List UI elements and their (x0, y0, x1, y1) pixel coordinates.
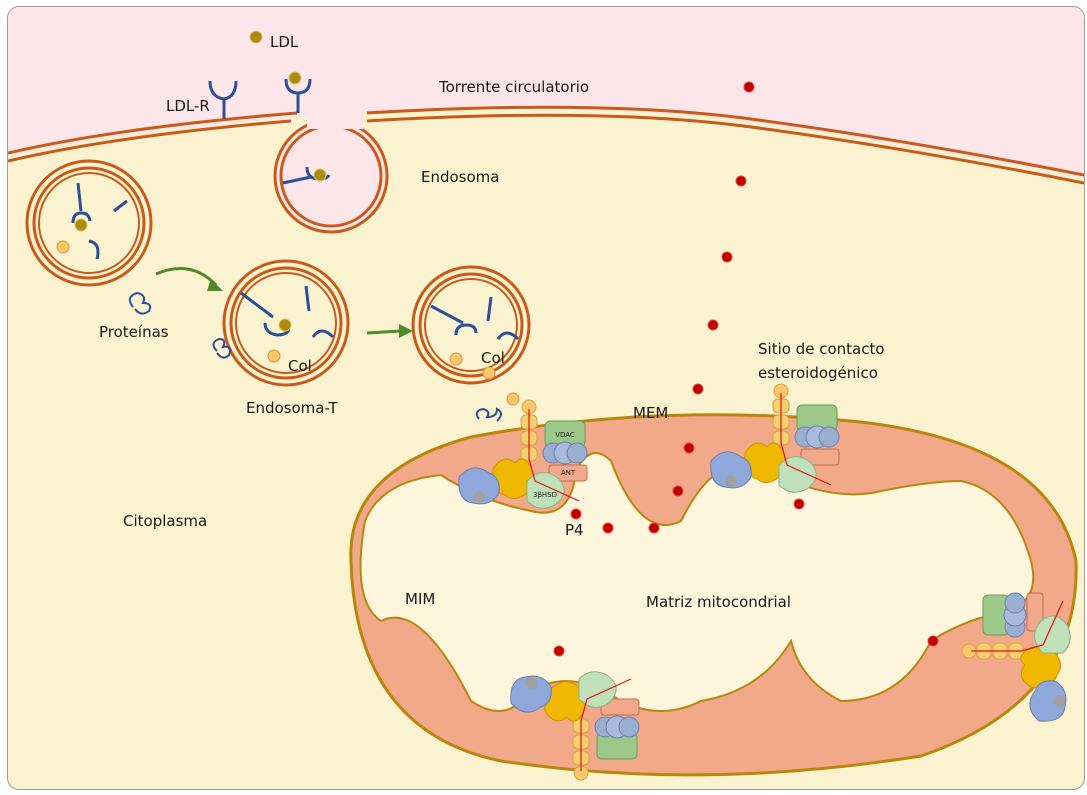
steroidogenesis-diagram: VDAC ANT 3βHSD LDL LDL-R Torrente circul… (8, 7, 1084, 781)
protein-icon (128, 291, 152, 315)
ant-label: ANT (561, 469, 576, 477)
vesicle-cholesterol (411, 265, 531, 406)
ldl-receptor (208, 78, 312, 119)
p4-label: P4 (565, 521, 584, 539)
arrow-head (207, 279, 223, 291)
plasma-membrane (8, 105, 1084, 185)
extracellular-space (8, 7, 1084, 179)
ldl-particle (288, 71, 302, 85)
contact-site-label: Sitio de contacto (758, 340, 885, 358)
vesicle (25, 159, 153, 287)
endosome (273, 109, 389, 234)
cytoplasm-label: Citoplasma (123, 512, 207, 530)
bloodstream-label: Torrente circulatorio (438, 78, 589, 96)
endosome-t (222, 259, 350, 387)
mim-label: MIM (405, 590, 435, 608)
endosome-label: Endosoma (421, 168, 499, 186)
cholesterol-label: Col (288, 357, 312, 375)
ldl-particle (249, 30, 263, 44)
ldl-label: LDL (270, 33, 299, 51)
proteins-label: Proteínas (99, 323, 169, 341)
hsd-label: 3βHSD (533, 491, 557, 499)
cholesterol-label: Col (481, 349, 505, 367)
protein-icon (475, 407, 502, 422)
arrow-head (399, 324, 413, 338)
contact-site-label-2: esteroidogénico (758, 364, 878, 382)
diagram-frame: VDAC ANT 3βHSD LDL LDL-R Torrente circul… (7, 6, 1085, 790)
progesterone-molecules (553, 81, 939, 657)
protein-icon (212, 337, 232, 359)
matrix-label: Matriz mitocondrial (646, 593, 791, 611)
mem-label: MEM (633, 404, 668, 422)
ldl-r-label: LDL-R (166, 97, 210, 115)
vdac-label: VDAC (555, 431, 575, 439)
endosome-t-label: Endosoma-T (246, 399, 339, 417)
